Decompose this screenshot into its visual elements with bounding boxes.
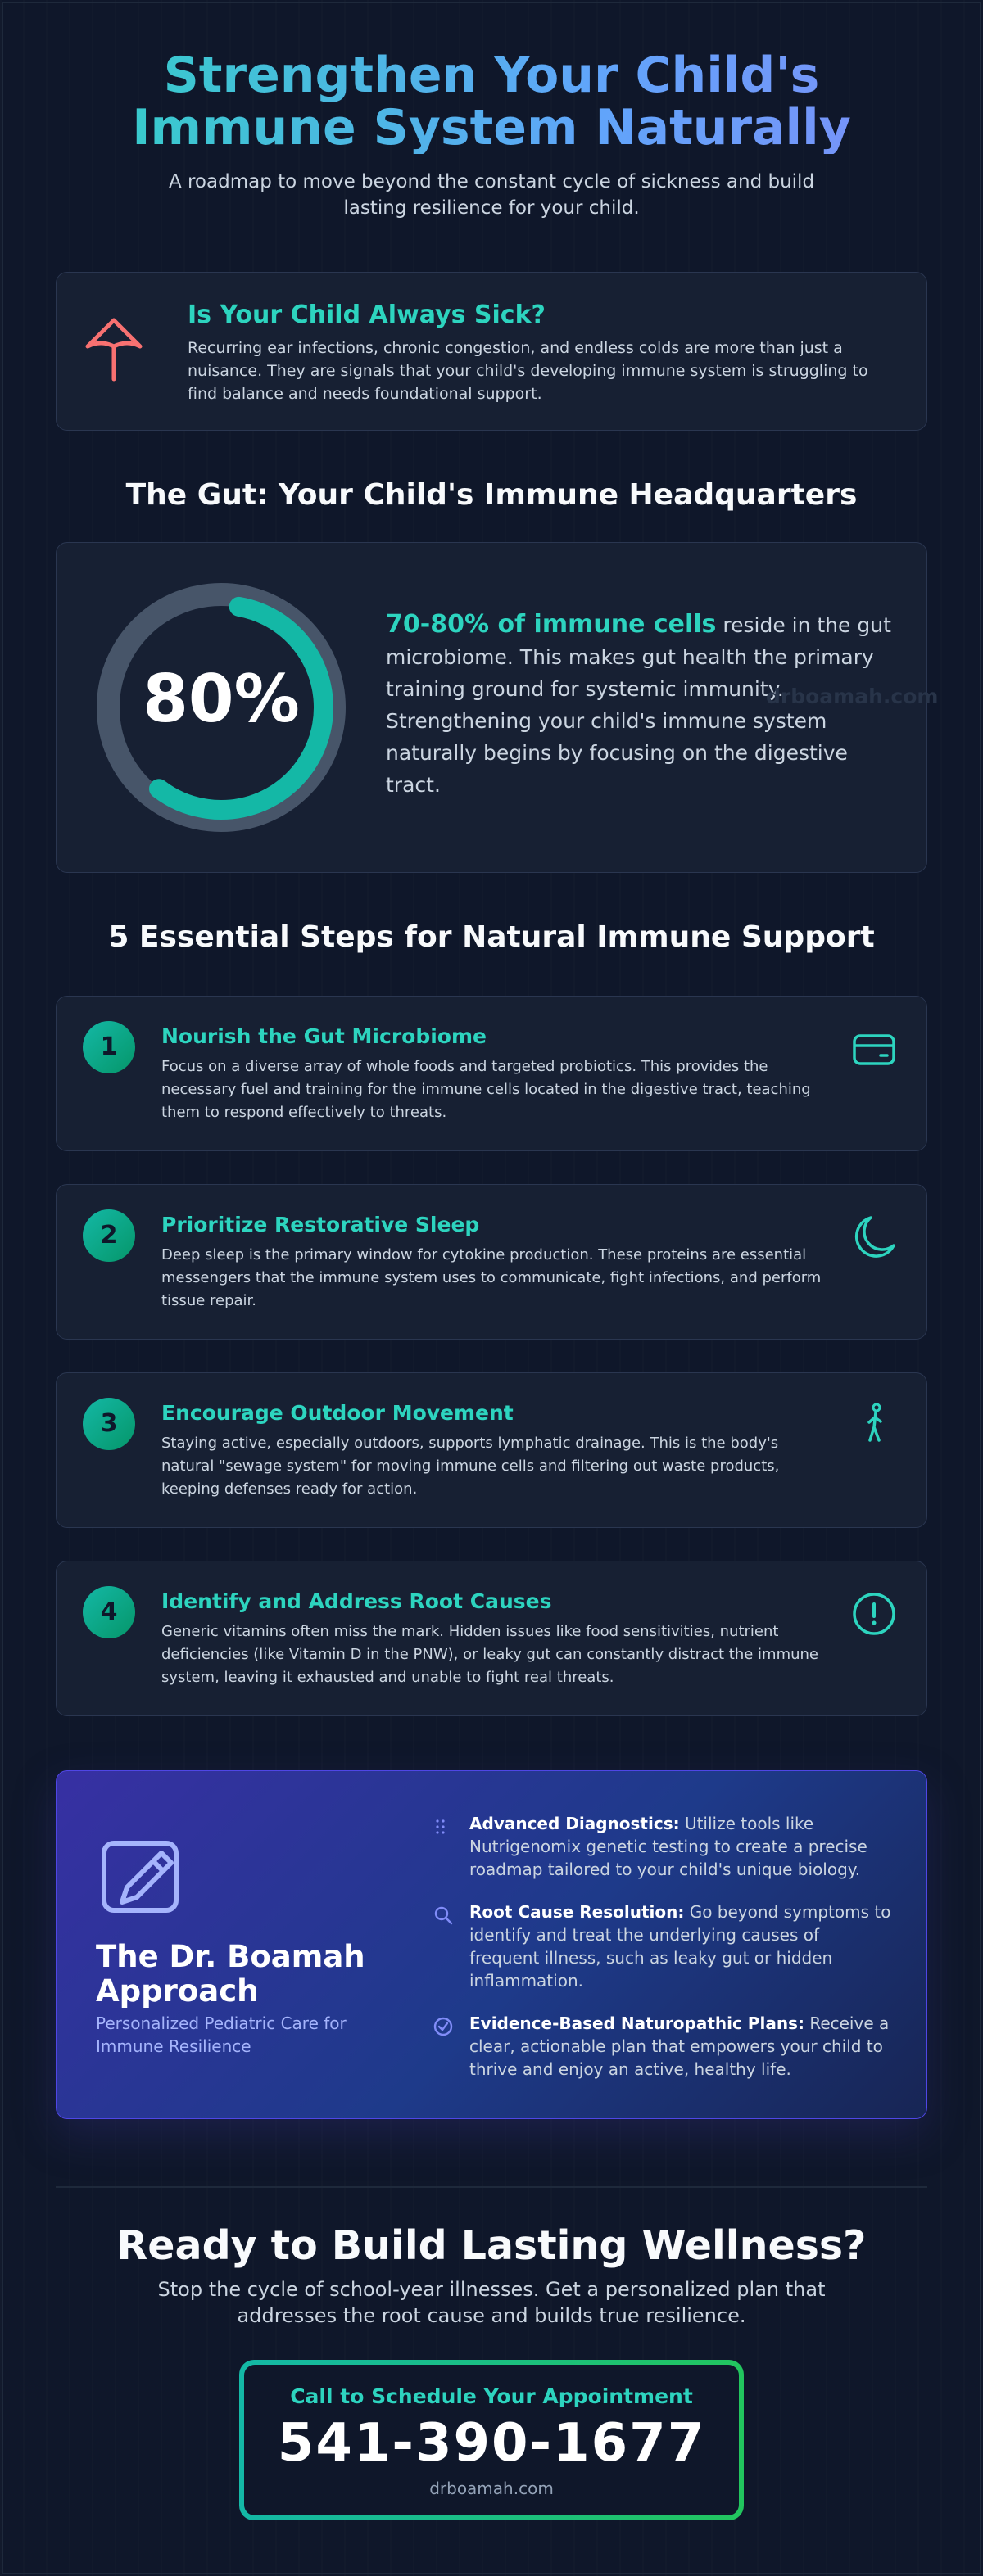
walking-person-icon <box>867 1403 882 1442</box>
page-subtitle: A roadmap to move beyond the constant cy… <box>168 171 815 219</box>
cta-label: Call to Schedule Your Appointment <box>290 2384 693 2408</box>
approach-item-text: Evidence-Based Naturopathic Plans: Recei… <box>469 2012 892 2081</box>
check-circle-icon <box>433 2017 453 2036</box>
percent-ring <box>97 583 346 832</box>
step-text: Deep sleep is the primary window for cyt… <box>161 1246 822 1309</box>
gut-section-title: The Gut: Your Child's Immune Headquarter… <box>125 478 858 512</box>
approach-title: The Dr. Boamah Approach <box>96 1939 365 2009</box>
title-line-1: Strengthen Your Child's <box>163 47 820 104</box>
approach-item-text: Advanced Diagnostics: Utilize tools like… <box>469 1812 892 1881</box>
website-link[interactable]: drboamah.com <box>429 2479 554 2498</box>
step-number: 1 <box>83 1021 135 1073</box>
approach-item-body: Receive a clear, actionable plan that em… <box>469 2013 890 2079</box>
always-sick-title: Is Your Child Always Sick? <box>188 301 546 329</box>
step-card-3: 3 Encourage Outdoor Movement Staying act… <box>56 1372 927 1528</box>
gut-highlight: 70-80% of immune cells <box>386 610 717 639</box>
approach-item-bold: Evidence-Based Naturopathic Plans: <box>469 2013 804 2033</box>
ring-track <box>97 583 346 832</box>
page-title: Strengthen Your Child's Immune System Na… <box>0 49 983 154</box>
approach-item-text: Root Cause Resolution: Go beyond symptom… <box>469 1900 892 1992</box>
percent-label: 80% <box>143 661 300 737</box>
cta-title: Ready to Build Lasting Wellness? <box>116 2222 867 2269</box>
step-title: Prioritize Restorative Sleep <box>161 1213 480 1236</box>
hero-header: Strengthen Your Child's Immune System Na… <box>0 49 983 221</box>
step-number: 3 <box>83 1398 135 1450</box>
step-title: Identify and Address Root Causes <box>161 1589 552 1613</box>
cta-phone-box[interactable]: Call to Schedule Your Appointment 541-39… <box>239 2360 744 2520</box>
approach-item-bold: Root Cause Resolution: <box>469 1902 685 1922</box>
step-number: 2 <box>83 1209 135 1262</box>
ring-progress <box>109 595 333 820</box>
approach-item-bold: Advanced Diagnostics: <box>469 1814 680 1833</box>
always-sick-card: Is Your Child Always Sick? Recurring ear… <box>56 272 927 431</box>
step-title: Encourage Outdoor Movement <box>161 1401 514 1425</box>
gut-card: 80% 70-80% of immune cells reside in the… <box>56 542 927 873</box>
step-card-1: 1 Nourish the Gut Microbiome Focus on a … <box>56 996 927 1151</box>
step-card-2: 2 Prioritize Restorative Sleep Deep slee… <box>56 1184 927 1340</box>
always-sick-text: Recurring ear infections, chronic conges… <box>188 339 868 403</box>
watermark: drboamah.com <box>766 685 939 708</box>
step-number: 4 <box>83 1586 135 1638</box>
alert-circle-icon <box>853 1593 895 1635</box>
section-divider <box>56 2186 927 2188</box>
approach-panel: The Dr. Boamah Approach Personalized Ped… <box>56 1770 927 2119</box>
steps-section-title: 5 Essential Steps for Natural Immune Sup… <box>108 920 875 954</box>
approach-item-body: Go beyond symptoms to identify and treat… <box>469 1902 891 1991</box>
clipboard-edit-icon <box>102 1841 179 1913</box>
food-container-icon <box>853 1034 895 1065</box>
title-line-2: Immune System Naturally <box>132 99 851 156</box>
gut-text: 70-80% of immune cells reside in the gut… <box>386 608 894 801</box>
step-title: Nourish the Gut Microbiome <box>161 1024 487 1048</box>
gut-body: reside in the gut microbiome. This makes… <box>386 613 891 797</box>
cta-inner: Call to Schedule Your Appointment 541-39… <box>244 2365 739 2515</box>
moon-icon <box>854 1216 895 1258</box>
approach-subtitle: Personalized Pediatric Care for Immune R… <box>96 2013 347 2056</box>
dna-dots-icon <box>436 1819 445 1834</box>
umbrella-icon <box>85 318 143 382</box>
step-card-4: 4 Identify and Address Root Causes Gener… <box>56 1561 927 1716</box>
search-icon <box>434 1906 453 1925</box>
step-text: Focus on a diverse array of whole foods … <box>161 1058 811 1121</box>
phone-number-link[interactable]: 541-390-1677 <box>277 2413 706 2474</box>
step-text: Staying active, especially outdoors, sup… <box>161 1435 780 1498</box>
approach-item-body: Utilize tools like Nutrigenomix genetic … <box>469 1814 867 1879</box>
step-text: Generic vitamins often miss the mark. Hi… <box>161 1623 819 1686</box>
cta-text: Stop the cycle of school-year illnesses.… <box>157 2278 826 2327</box>
